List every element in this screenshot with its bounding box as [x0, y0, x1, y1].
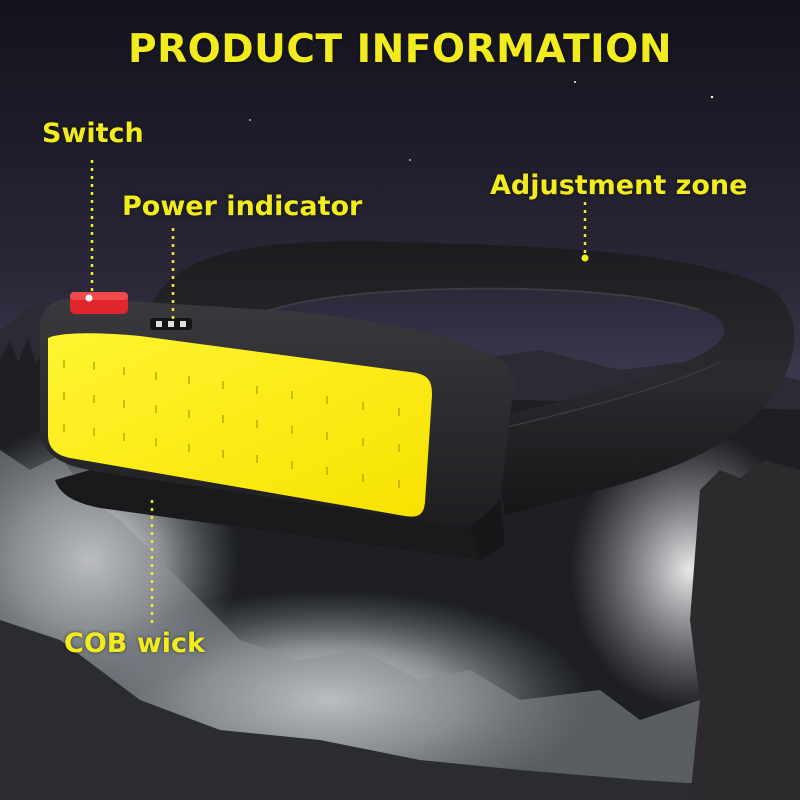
power-indicator-leds — [150, 318, 192, 330]
adjustment-zone-callout-label: Adjustment zone — [490, 170, 748, 201]
headband-strap — [150, 241, 795, 515]
power-indicator-callout-label: Power indicator — [122, 191, 363, 222]
switch-callout-label: Switch — [42, 118, 144, 149]
page-title: PRODUCT INFORMATION — [128, 27, 672, 72]
switch-button — [70, 292, 128, 314]
adjustment-zone-marker — [581, 254, 589, 262]
cob-light-panel — [48, 333, 432, 517]
cob-wick-callout-label: COB wick — [64, 628, 205, 659]
callout-lines — [90, 160, 587, 625]
